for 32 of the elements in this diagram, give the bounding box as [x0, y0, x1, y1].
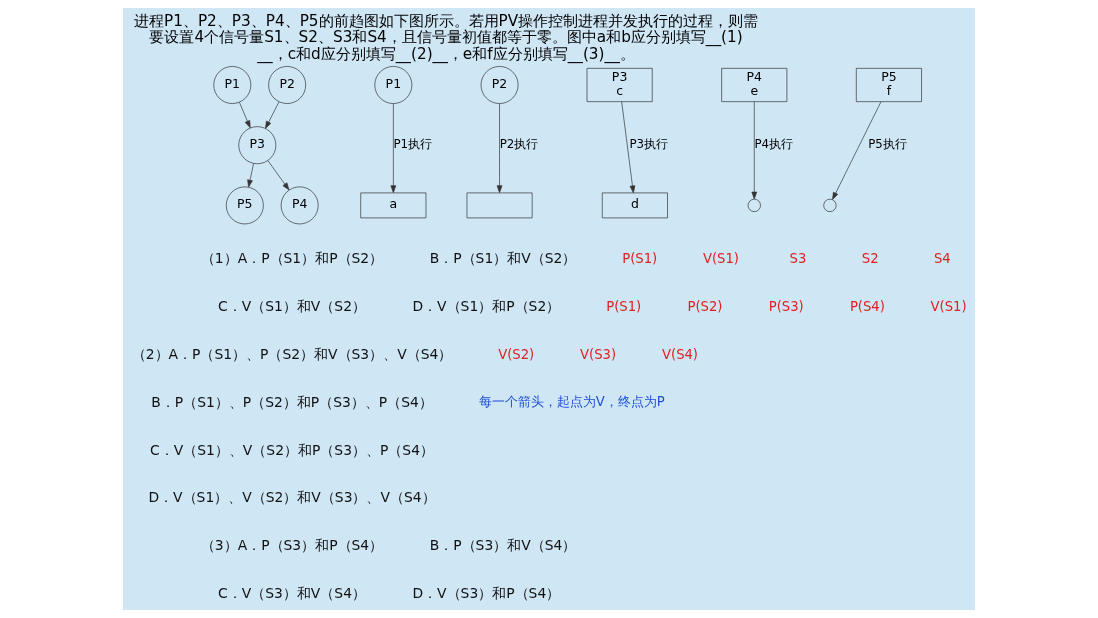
- label: D．V（S3）和P（S4）: [412, 585, 561, 602]
- label: V(S1): [930, 298, 967, 314]
- label: V(S4): [661, 346, 699, 362]
- edge-label: P3执行: [629, 137, 669, 152]
- diagram-title: 进程P1、P2、P3、P4、P5的前趋图如下图所示。若用PV操作控制进程并发执行的过程，则需要设置4个信号量S1、S2、S3和S4，且信号量初值都等于零。图中a和b应分别填写__(1)__，c和d应分别填写__(2)__，e和f应分别填写__(3)__。: [133, 11, 759, 64]
- label: P(S1): [622, 250, 658, 266]
- label: S4: [934, 250, 951, 266]
- edge-label: P2执行: [499, 137, 539, 152]
- label: S2: [861, 250, 879, 266]
- edge-label: P4执行: [754, 137, 794, 152]
- label: B．P（S1）、P（S2）和P（S3）、P（S4）: [151, 393, 433, 410]
- label: B．P（S1）和V（S2）: [429, 249, 577, 266]
- label: P(S2): [687, 298, 723, 314]
- label: D．V（S1）和P（S2）: [412, 297, 561, 314]
- label: V(S2): [498, 346, 535, 362]
- label: B．P（S3）和V（S4）: [429, 537, 577, 554]
- label: P(S4): [849, 298, 885, 314]
- label: C．V（S3）和V（S4）: [218, 585, 366, 602]
- label: S3: [789, 250, 807, 266]
- label: V(S3): [580, 346, 617, 362]
- label: P(S1): [606, 298, 642, 314]
- label: （3）A．P（S3）和P（S4）: [200, 537, 384, 554]
- label: C．V（S1）和V（S2）: [218, 297, 366, 314]
- label: P(S3): [768, 298, 804, 314]
- label: C．V（S1）、V（S2）和P（S3）、P（S4）: [150, 441, 434, 458]
- label: V(S1): [702, 250, 739, 266]
- label: （2）A．P（S1）、P（S2）和V（S3）、V（S4）: [131, 345, 453, 362]
- label: （1）A．P（S1）和P（S2）: [200, 249, 384, 266]
- edge-label: P5执行: [868, 137, 907, 152]
- edge-label: P1执行: [393, 137, 433, 152]
- label: 每一个箭头，起点为V，终点为P: [478, 394, 665, 410]
- label: D．V（S1）、V（S2）和V（S3）、V（S4）: [148, 489, 436, 506]
